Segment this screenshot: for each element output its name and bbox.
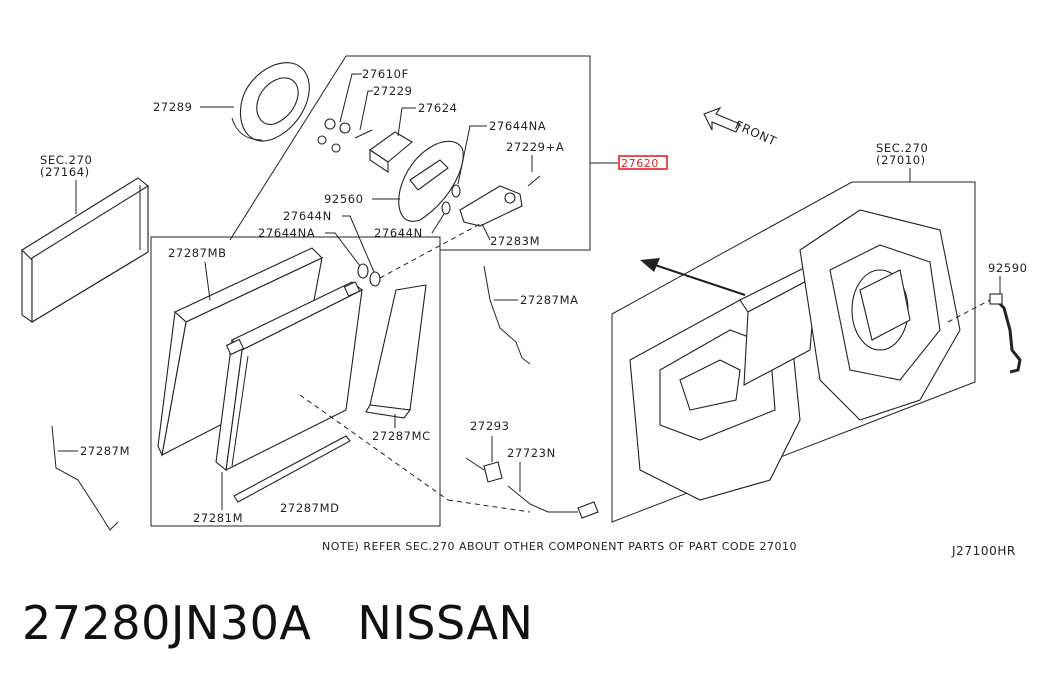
sec270-right-code-label: (27010) xyxy=(876,153,926,167)
bolts-part xyxy=(317,118,373,153)
label-27229: 27229 xyxy=(373,84,413,98)
o-rings-part xyxy=(441,184,461,215)
label-27644NA-left: 27644NA xyxy=(258,226,315,240)
bracket-ma-part xyxy=(483,265,531,365)
label-27287MD: 27287MD xyxy=(280,501,340,515)
front-arrow-icon xyxy=(703,106,741,133)
label-27281M: 27281M xyxy=(193,511,243,525)
sec270-right-label: SEC.270 xyxy=(876,141,928,155)
part-number: 27280JN30A xyxy=(22,596,312,650)
sec270-left-code-label: (27164) xyxy=(40,165,90,179)
cabin-filter-part xyxy=(21,177,149,324)
harness-part xyxy=(507,485,599,519)
bracket-m-part xyxy=(51,425,119,531)
expansion-valve-part xyxy=(369,131,413,174)
diagram-note: NOTE) REFER SEC.270 ABOUT OTHER COMPONEN… xyxy=(322,540,797,553)
block-fitting-part xyxy=(398,140,464,222)
pipe-joint-part xyxy=(459,175,541,227)
foam-seal-part xyxy=(231,62,310,142)
label-27287MA: 27287MA xyxy=(520,293,579,307)
label-27287M: 27287M xyxy=(80,444,130,458)
label-27644N-mid: 27644N xyxy=(374,226,423,240)
heater-unit-part xyxy=(629,209,961,501)
o-ring-2-part xyxy=(369,271,381,287)
sec270-left-label: SEC.270 xyxy=(40,153,92,167)
seal-md-part xyxy=(233,435,351,503)
label-27289: 27289 xyxy=(153,100,193,114)
label-27229A: 27229+A xyxy=(506,140,564,154)
front-label: FRONT xyxy=(733,118,779,149)
label-92590: 92590 xyxy=(988,261,1028,275)
brand-name: NISSAN xyxy=(357,596,534,650)
diagram-reference-code: J27100HR xyxy=(951,544,1016,558)
label-27624: 27624 xyxy=(418,101,458,115)
label-27287MC: 27287MC xyxy=(372,429,431,443)
label-27287MB: 27287MB xyxy=(168,246,227,260)
label-27610F: 27610F xyxy=(362,67,409,81)
label-27283M: 27283M xyxy=(490,234,540,248)
airflow-arrow xyxy=(640,258,746,296)
evaporator-core-part xyxy=(215,281,364,472)
label-27723N: 27723N xyxy=(507,446,556,460)
seal-mc-part xyxy=(365,284,427,419)
label-27644N-top: 27644N xyxy=(283,209,332,223)
evaporator-frame xyxy=(150,236,441,527)
heater-unit-frame xyxy=(611,181,976,523)
label-27644NA-top: 27644NA xyxy=(489,119,546,133)
part-caption: 27280JN30A NISSAN xyxy=(22,596,533,650)
thermo-sensor-part xyxy=(465,457,503,483)
label-92560: 92560 xyxy=(324,192,364,206)
o-ring-1-part xyxy=(357,263,369,279)
label-27293: 27293 xyxy=(470,419,510,433)
drain-hose-part xyxy=(989,293,1022,374)
highlight-box-27620 xyxy=(618,155,668,170)
label-27620: 27620 xyxy=(621,157,659,170)
